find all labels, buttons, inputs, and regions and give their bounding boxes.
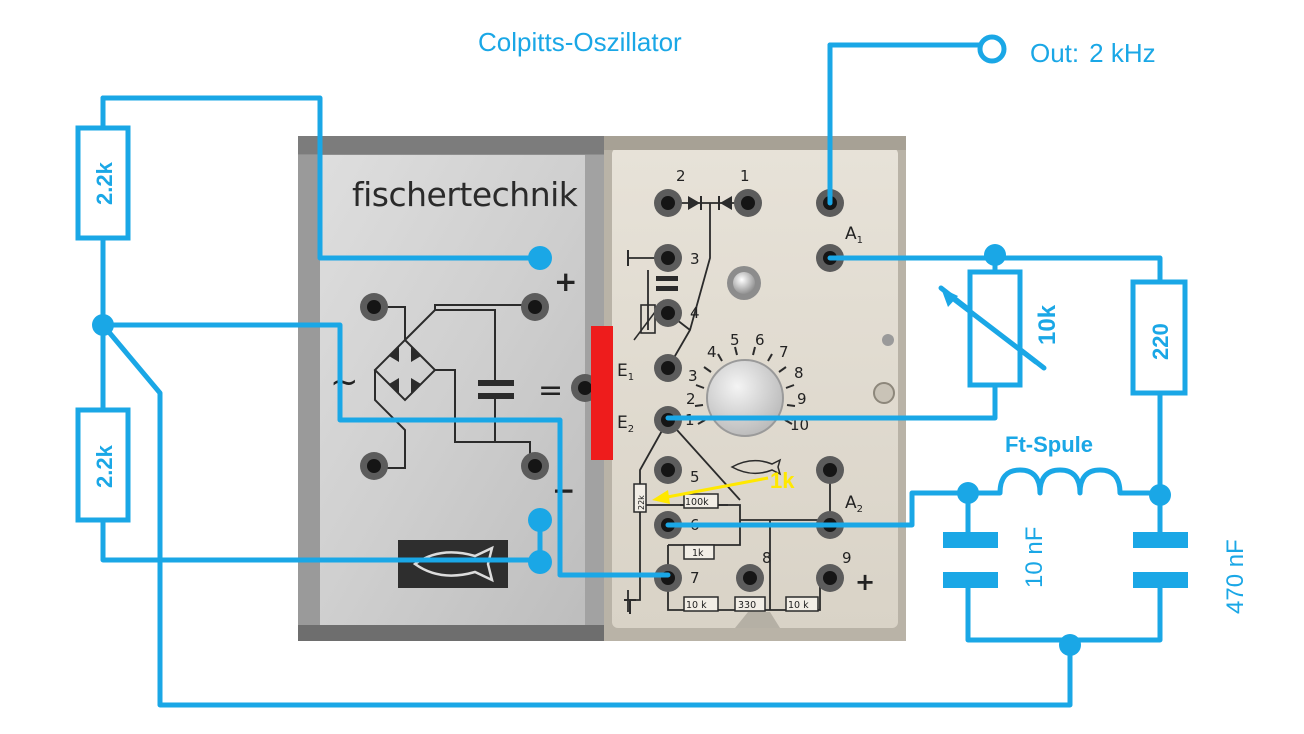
mounting-hole <box>873 382 895 404</box>
capacitor-symbol-icon <box>478 380 514 399</box>
resistor-series-label: 220 <box>1148 323 1173 360</box>
dc-symbol: = <box>538 373 563 408</box>
dial-number-7: 7 <box>779 343 789 361</box>
resistor-lower-label: 2.2k <box>92 444 117 488</box>
output-terminal-icon <box>977 34 1007 64</box>
minus-terminal-label: − <box>552 474 575 507</box>
dial-number-8: 8 <box>794 364 804 382</box>
capacitor-10nf-icon <box>943 532 998 588</box>
terminal-8-label: 8 <box>762 549 772 567</box>
dial-number-5: 5 <box>730 331 740 349</box>
dial-number-4: 4 <box>707 343 717 361</box>
printed-resistors <box>633 483 819 612</box>
terminal-2-label: 2 <box>676 167 686 185</box>
resistor-label-22k: 22k <box>637 495 646 510</box>
small-capacitor-icon <box>656 276 678 291</box>
circuit-resistors <box>75 125 1188 523</box>
resistor-lower-box <box>75 407 131 523</box>
terminal-4-label: 4 <box>690 304 700 322</box>
label-e1: E1 <box>617 361 634 383</box>
capacitor-10nf-label: 10 nF <box>1021 527 1048 588</box>
transistor-module: 100k 1k 10 k 330 10 k 22k <box>604 136 906 641</box>
dial-number-2: 2 <box>686 390 696 408</box>
resistor-label-330: 330 <box>738 600 756 611</box>
highlight-bar <box>591 326 613 460</box>
label-e2: E2 <box>617 413 634 435</box>
junction-dots <box>92 244 1171 656</box>
diode-icons <box>688 196 732 210</box>
brand-logo-text: fischertechnik <box>352 175 579 214</box>
diagram-title: Colpitts-Oszillator <box>478 27 682 57</box>
plus-terminal-label: + <box>554 265 577 298</box>
diode-bridge-icon <box>389 346 421 394</box>
annotation-1k-label: 1k <box>770 468 795 493</box>
resistor-220-box <box>1130 279 1188 396</box>
resistor-label-10k-b: 10 k <box>788 600 809 611</box>
resistor-label-10k-a: 10 k <box>686 600 707 611</box>
label-a1: A1 <box>845 224 863 246</box>
coil-label: Ft-Spule <box>1005 432 1093 457</box>
dial-number-3: 3 <box>688 367 698 385</box>
potentiometer-label: 10k <box>1034 304 1061 345</box>
fish-outline-icon <box>730 458 782 476</box>
resistor-upper-label: 2.2k <box>92 161 117 205</box>
terminal-9-label: 9 <box>842 549 852 567</box>
resistor-label-1k: 1k <box>692 548 704 559</box>
ac-symbol: ~ <box>330 362 359 402</box>
fish-logo <box>398 540 508 588</box>
terminal-5-label: 5 <box>690 468 700 486</box>
output-label: Out:2 kHz <box>1030 38 1156 68</box>
terminal-1-label: 1 <box>740 167 750 185</box>
resistor-label-100k: 100k <box>685 497 709 508</box>
potentiometer-arrow-line <box>952 297 1039 365</box>
label-a2: A2 <box>845 493 863 515</box>
resistor-upper-box <box>75 125 131 241</box>
dial-ticks <box>694 346 796 425</box>
resistor-annotation-arrow <box>652 476 769 504</box>
dial-number-6: 6 <box>755 331 765 349</box>
dial-number-9: 9 <box>797 390 807 408</box>
ground-mark <box>624 599 636 614</box>
label-plus-module: + <box>855 568 875 596</box>
terminal-7-label: 7 <box>690 569 700 587</box>
capacitor-470nf-icon <box>1133 532 1188 588</box>
led-indicator-icon <box>727 266 761 300</box>
module-clip <box>735 612 780 628</box>
terminal-3a-label: 3 <box>690 250 700 268</box>
variable-resistor-arrow <box>941 288 958 307</box>
capacitor-470nf-label: 470 nF <box>1222 539 1249 614</box>
coil-icon <box>965 467 1163 496</box>
